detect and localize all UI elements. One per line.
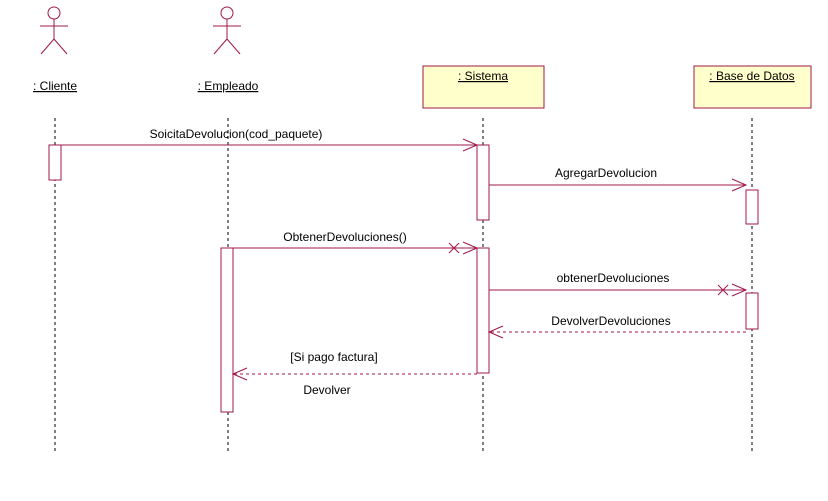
actor-cliente-icon <box>40 6 68 55</box>
message-devolver[interactable]: [Si pago factura] Devolver <box>231 350 477 397</box>
message-label: Devolver <box>303 383 350 397</box>
object-base-de-datos[interactable]: : Base de Datos <box>693 65 812 109</box>
activation-sistema-2 <box>476 247 490 374</box>
message-guard-label: [Si pago factura] <box>290 350 377 364</box>
arrowhead-open <box>731 283 748 297</box>
message-obtener-devoluciones[interactable]: ObtenerDevoluciones() <box>233 230 479 255</box>
object-base-de-datos-box <box>693 65 812 109</box>
activation-base-de-datos-1 <box>745 189 759 225</box>
object-sistema[interactable]: : Sistema <box>422 65 545 109</box>
message-label: SoicitaDevolucion(cod_paquete) <box>150 127 323 141</box>
message-label: ObtenerDevoluciones() <box>283 230 406 244</box>
x-mark-icon <box>448 242 460 254</box>
actor-cliente[interactable]: : Cliente <box>33 6 77 93</box>
activation-cliente <box>48 144 62 181</box>
message-solicita-devolucion[interactable]: SoicitaDevolucion(cod_paquete) <box>61 127 479 152</box>
object-sistema-box <box>422 65 545 109</box>
activation-sistema-1 <box>476 144 490 221</box>
activation-base-de-datos-2 <box>745 292 759 330</box>
actor-empleado-icon <box>213 6 241 55</box>
object-base-de-datos-label: : Base de Datos <box>709 69 794 83</box>
message-agregar-devolucion[interactable]: AgregarDevolucion <box>489 166 748 192</box>
arrowhead-open <box>231 367 248 381</box>
arrowhead-open <box>487 325 504 339</box>
actor-cliente-label: : Cliente <box>33 79 77 93</box>
actor-empleado-label: : Empleado <box>198 79 259 93</box>
x-mark-icon <box>717 284 729 296</box>
object-sistema-label: : Sistema <box>458 69 508 83</box>
actor-empleado[interactable]: : Empleado <box>198 6 259 93</box>
activation-empleado <box>220 247 234 413</box>
arrowhead-open <box>731 178 748 192</box>
arrowhead-open <box>462 138 479 152</box>
message-devolver-devoluciones[interactable]: DevolverDevoluciones <box>487 314 746 339</box>
message-label: obtenerDevoluciones <box>557 271 670 285</box>
message-label: AgregarDevolucion <box>555 166 657 180</box>
message-obtener-devoluciones-bd[interactable]: obtenerDevoluciones <box>489 271 748 297</box>
arrowhead-open <box>462 241 479 255</box>
message-label: DevolverDevoluciones <box>551 314 670 328</box>
